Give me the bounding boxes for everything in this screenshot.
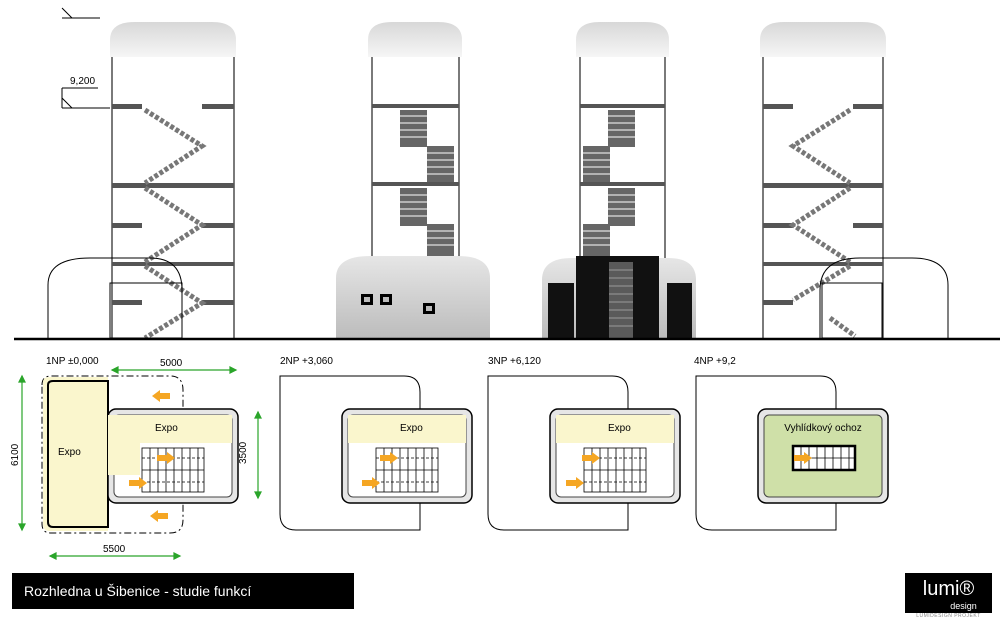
level-marker-9200: [61, 87, 110, 109]
dim-left: 6100: [10, 443, 21, 466]
plan-level-3np: 3NP +6,120: [488, 356, 541, 367]
plan-level-4np: 4NP +9,2: [694, 356, 736, 367]
tower-elevation-1: [47, 22, 236, 341]
drawing-title: Rozhledna u Šibenice - studie funkcí: [12, 573, 354, 609]
company-logo: lumi® design: [905, 573, 992, 613]
plan-level-2np: 2NP +3,060: [280, 356, 333, 367]
level-label-9200: 9,200: [70, 76, 95, 87]
room-label-expo-3np: Expo: [608, 423, 631, 434]
dim-right: 3500: [238, 441, 249, 464]
tower-elevation-2: [336, 22, 490, 338]
logo-small-text: LUMIDESIGN PROJEKT: [916, 613, 981, 619]
tower-elevation-3: [542, 22, 696, 338]
tower-elevation-4: [760, 22, 949, 340]
logo-sub: design: [950, 601, 977, 611]
room-label-expo-1: Expo: [155, 423, 178, 434]
plan-level-1np: 1NP ±0,000: [46, 356, 99, 367]
room-label-lookout: Vyhlídkový ochoz: [784, 423, 861, 434]
logo-word: lumi®: [922, 578, 975, 600]
floor-plan-4np: Vyhlídkový ochoz: [695, 375, 889, 531]
dim-bottom: 5500: [103, 544, 126, 555]
floor-plan-1np: 5000 5500 6100 3500 Expo Expo: [10, 358, 262, 560]
dim-top: 5000: [160, 358, 183, 369]
room-label-expo-2np: Expo: [400, 423, 423, 434]
floor-plan-3np: Expo: [487, 375, 681, 531]
floor-plan-2np: Expo: [279, 375, 473, 531]
room-label-expo-2: Expo: [58, 447, 81, 458]
level-marker-top: [61, 7, 100, 19]
